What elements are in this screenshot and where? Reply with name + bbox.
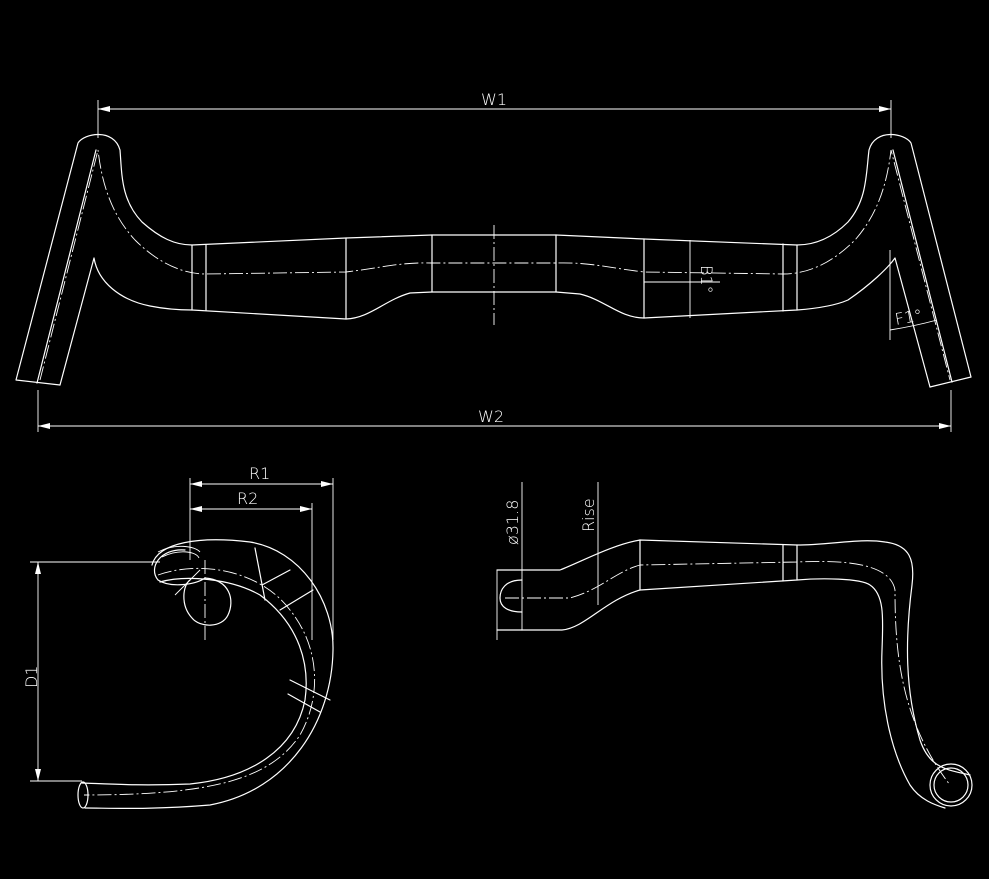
top-view-outline-top [521,539,971,776]
section-line [254,547,266,601]
front-view-outline-bottom [59,257,931,388]
side-view-outer-curve [84,539,334,809]
side-view: R1 R2 D1 [22,464,334,809]
front-view-outline-top [15,133,972,388]
top-view-outline-bottom [521,578,946,809]
f1-label: F1° [893,305,923,328]
rise-label: Rise [579,498,598,532]
side-view-centerline [83,567,315,796]
arrow-head [879,106,891,112]
arrow-head [190,506,202,512]
arrow-head [38,423,50,429]
w1-label: W1 [481,90,507,109]
arrow-head [35,769,41,781]
top-view-end-outer [929,763,973,807]
section-line [261,569,291,586]
bar-centerline [39,149,951,381]
top-view-end-inner [933,767,969,803]
w1-dimension: W1 [97,90,892,138]
clamp-end [496,569,523,631]
clamp-diameter-label: ø31.8 [503,500,522,545]
side-view-inner-curve [81,577,307,786]
arrow-head [98,106,110,112]
d1-label: D1 [22,666,41,689]
clamp-end-hole [499,579,523,613]
w2-dimension: W2 [37,390,952,432]
arrow-head [190,481,202,487]
arrow-head [321,481,333,487]
arrow-head [300,506,312,512]
w2-label: W2 [478,407,504,426]
section-line [289,679,331,701]
arrow-head [35,562,41,574]
r1-label: R1 [249,464,270,483]
side-view-clamp-edge [157,545,201,553]
top-view-centerline [505,560,951,786]
arrow-head [939,423,951,429]
top-view: ø31.8 Rise [496,482,973,809]
side-view-clamp-diagonal [174,569,201,596]
side-view-end-cap [77,781,89,809]
right-drop-inner-line [892,149,953,383]
left-drop-inner-line [36,149,97,384]
section-line [287,693,321,713]
r2-label: R2 [237,489,258,508]
front-view: B1° F1° [15,133,972,388]
side-view-clamp-section [153,549,232,626]
b1-label: B1° [697,265,716,294]
f1-arc [889,319,938,331]
side-view-clamp-edge [161,551,200,559]
section-line [279,589,314,611]
